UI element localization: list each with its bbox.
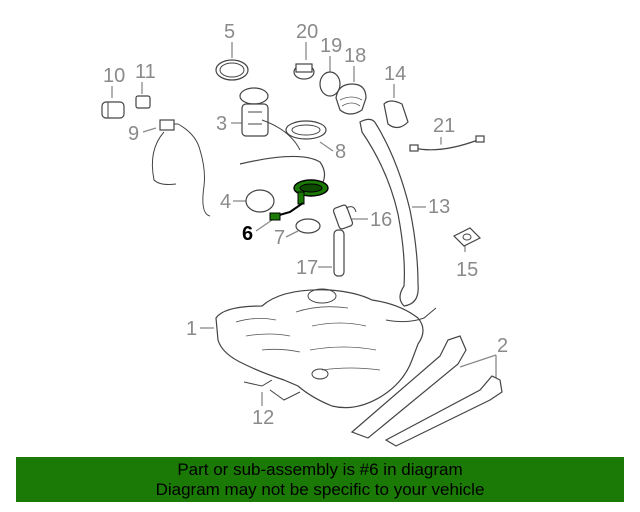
tube-part-17	[333, 229, 345, 277]
parts-diagram: 5 20 19 18 10 11 14 3 9 21 8 4 13 16 6 7…	[101, 21, 508, 447]
callout-18: 18	[344, 45, 366, 67]
seal-part-7	[295, 218, 321, 234]
wire-harness-part-9	[151, 119, 211, 217]
filler-pipe-part-13	[359, 118, 419, 307]
callout-19: 19	[320, 35, 342, 57]
o-ring-part-19	[319, 71, 341, 97]
vent-valve-part-16	[332, 204, 357, 230]
gasket-part-8	[285, 120, 327, 140]
clip-part-11	[135, 95, 151, 109]
callout-12: 12	[252, 407, 274, 429]
callout-17: 17	[296, 257, 318, 279]
callout-15: 15	[456, 259, 478, 281]
callout-4: 4	[220, 191, 231, 213]
callout-21: 21	[433, 115, 455, 137]
filter-part-10	[101, 101, 125, 119]
ring-seal-part-4	[245, 189, 275, 213]
callout-8: 8	[335, 141, 346, 163]
callout-11: 11	[135, 61, 156, 83]
tank-straps-part-2	[350, 335, 503, 447]
callout-3: 3	[216, 113, 227, 135]
cover-part-18	[335, 83, 367, 115]
fuel-pump-part-3	[239, 87, 301, 151]
callout-2: 2	[497, 335, 508, 357]
callout-6: 6	[242, 223, 253, 245]
hose-part-21	[409, 135, 485, 152]
callout-10: 10	[103, 65, 125, 87]
callout-7: 7	[274, 227, 285, 249]
clip-part-12	[243, 379, 301, 401]
banner-line-2: Diagram may not be specific to your vehi…	[155, 480, 485, 499]
plate-part-15	[452, 227, 482, 247]
callout-20: 20	[296, 21, 318, 43]
callout-9: 9	[128, 123, 139, 145]
bracket-part-14	[383, 100, 409, 129]
fuel-tank-part-1	[215, 288, 437, 409]
cap-part-20	[293, 63, 315, 80]
info-banner: Part or sub-assembly is #6 in diagram Di…	[16, 457, 624, 502]
callout-14: 14	[384, 63, 406, 85]
callout-16: 16	[370, 209, 392, 231]
sender-unit-part-6	[269, 179, 329, 221]
callout-5: 5	[224, 21, 235, 43]
banner-line-1: Part or sub-assembly is #6 in diagram	[177, 460, 463, 479]
callout-13: 13	[428, 196, 450, 218]
callout-1: 1	[186, 318, 197, 340]
